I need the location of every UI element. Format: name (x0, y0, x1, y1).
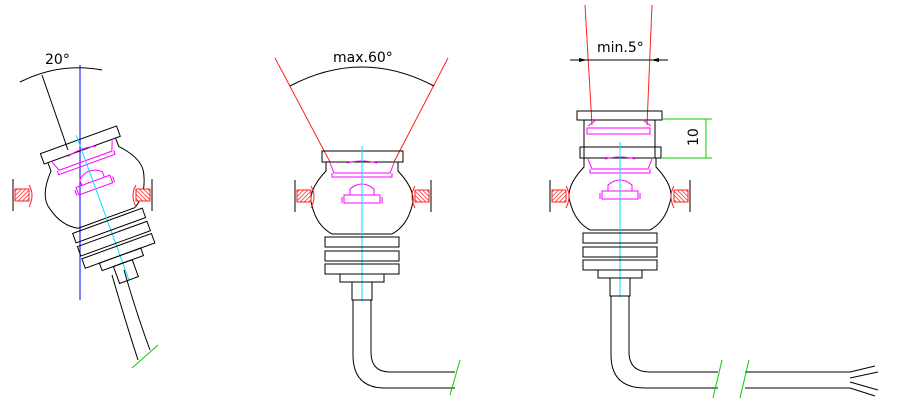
tilt-extension-line (41, 74, 69, 151)
tilted-lamp-head (27, 117, 178, 299)
cable (610, 296, 850, 389)
cable (111, 269, 151, 361)
lamp-head (310, 145, 414, 302)
cable-break-mark (739, 359, 750, 399)
beam-line-right (393, 57, 449, 163)
cable (352, 300, 455, 389)
cable-break-mark (131, 344, 159, 369)
extension-lens (586, 119, 652, 135)
mount-right (132, 178, 153, 212)
max-angle-label: max.60° (333, 50, 393, 66)
cable-wire-ends (849, 365, 879, 397)
mount-left (12, 178, 33, 212)
beam-line-right (646, 4, 653, 126)
extension-length-label: 10 (686, 128, 702, 146)
min-angle-label: min.5° (597, 40, 644, 56)
beam-line-left (274, 57, 331, 163)
beam-line-left (584, 4, 593, 126)
mount-right (411, 179, 432, 213)
mount-right (670, 179, 691, 213)
tilt-angle-label: 20° (45, 52, 70, 68)
cable-break-mark (449, 359, 461, 396)
cable-break-mark (712, 359, 723, 399)
mount-left (294, 179, 315, 213)
extension-flange (576, 110, 663, 121)
lamp-head (568, 141, 672, 298)
mount-left (549, 179, 570, 213)
tilt-angle-arc (19, 67, 103, 83)
narrow-beam-lamp-view: min.5° 10 (549, 4, 879, 399)
beam-angle-arc (289, 66, 435, 87)
wide-beam-lamp-view: max.60° (274, 50, 461, 396)
tilted-lamp-view: 20° (12, 52, 178, 369)
